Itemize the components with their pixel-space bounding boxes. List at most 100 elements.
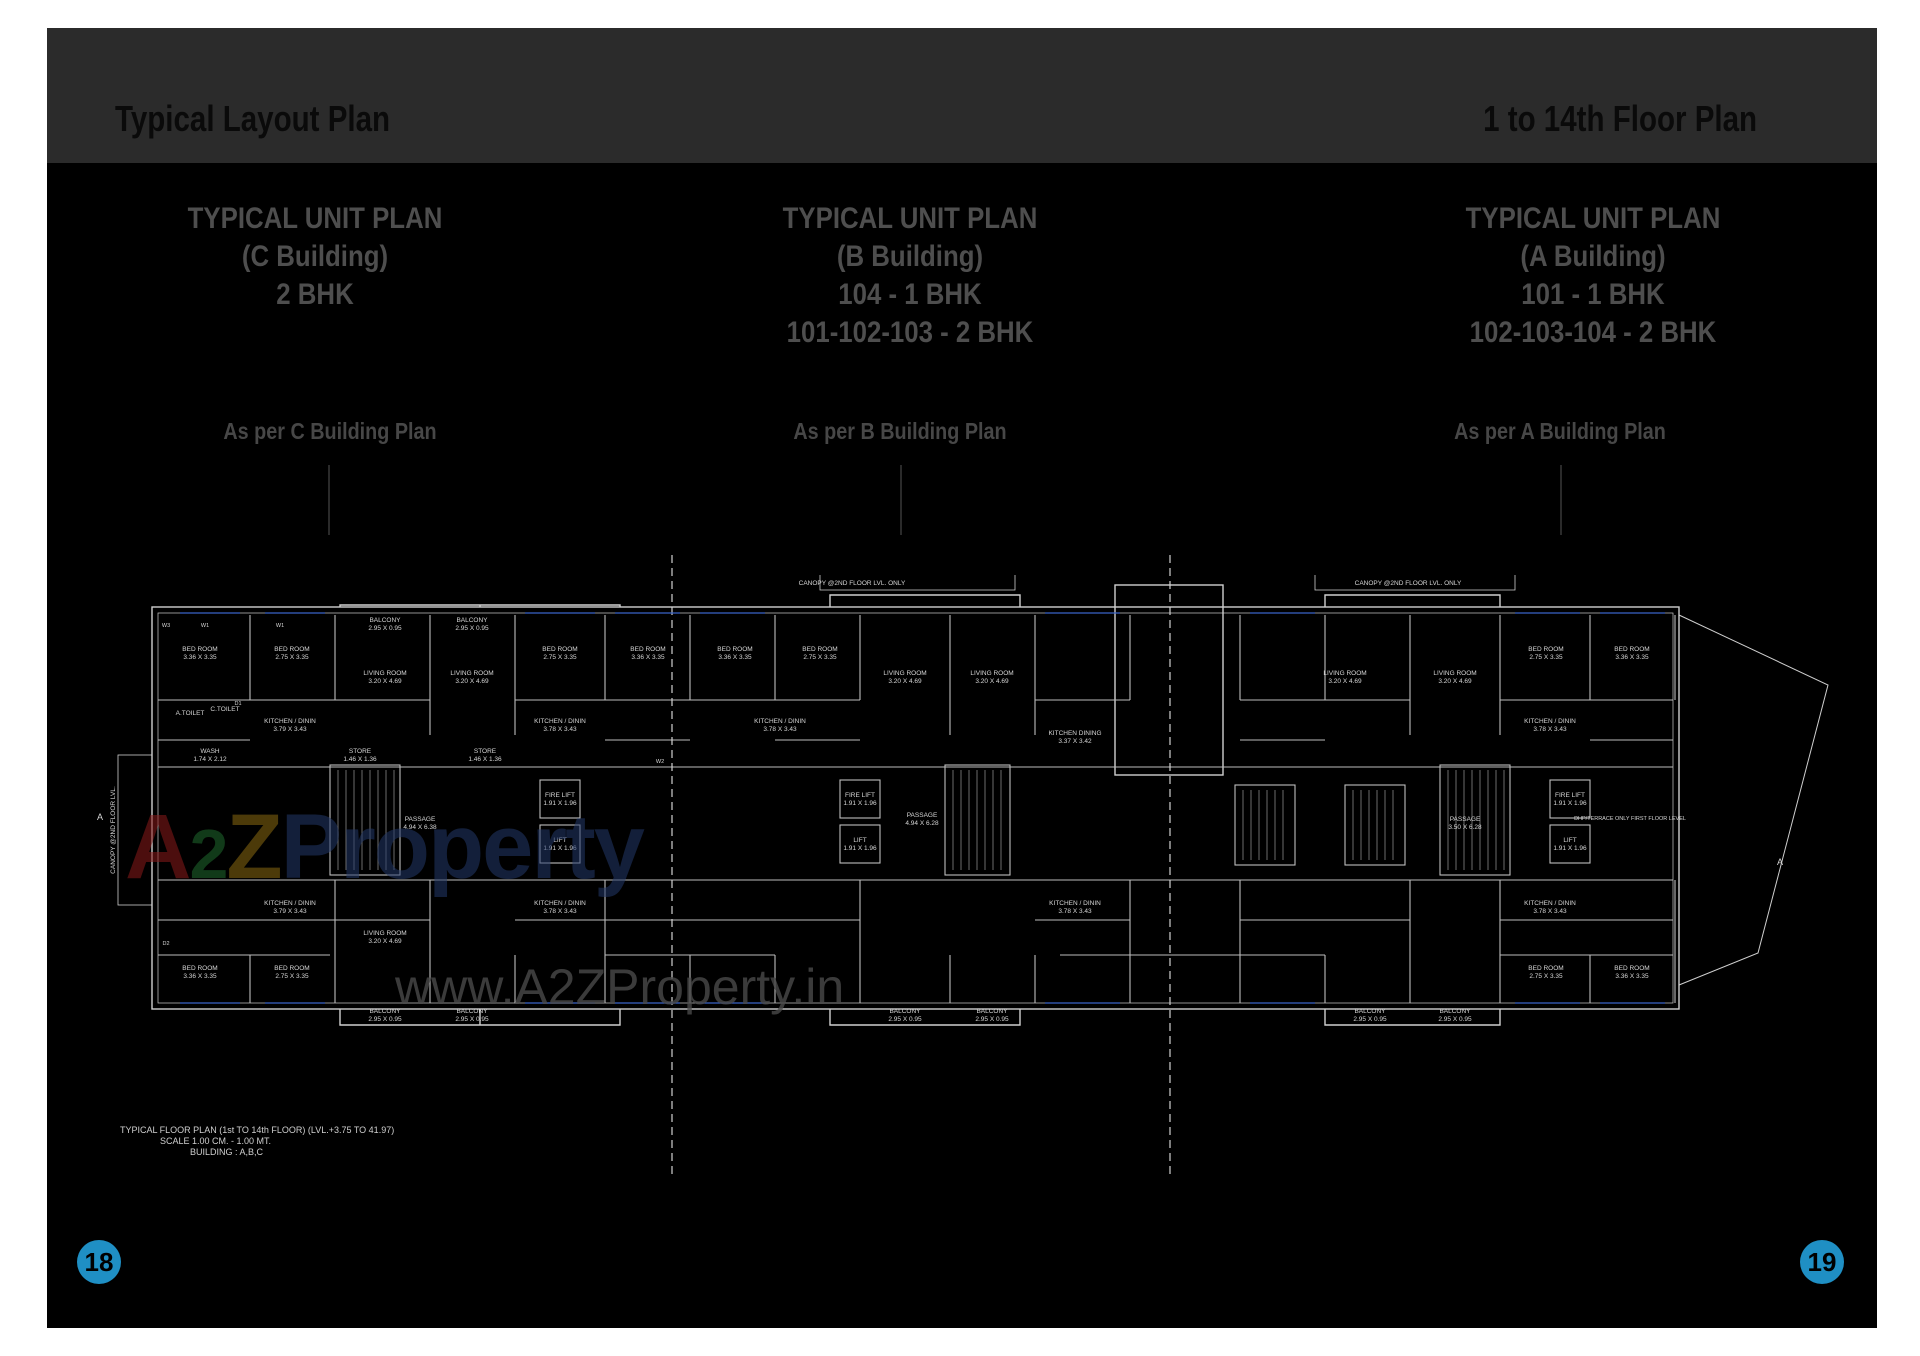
room-size: 3.78 X 3.43 — [543, 726, 577, 733]
lift-label: FIRE LIFT — [845, 792, 875, 799]
room-label: KITCHEN / DININ — [534, 900, 586, 907]
door-tag: D1 — [234, 701, 241, 707]
room-label: BED ROOM — [274, 646, 309, 653]
watermark-brand: A2ZProperty — [125, 795, 645, 900]
room-label: BED ROOM — [274, 965, 309, 972]
lift-label: LIFT — [1563, 837, 1576, 844]
window-tag: W3 — [162, 623, 170, 629]
room-size: 2.95 X 0.95 — [368, 1016, 402, 1023]
header-right-title: 1 to 14th Floor Plan — [1483, 98, 1757, 139]
room-label: LIVING ROOM — [1323, 670, 1366, 677]
room-label: BALCONY — [456, 617, 488, 624]
lift-label: FIRE LIFT — [1555, 792, 1585, 799]
passage-label: PASSAGE — [405, 816, 436, 823]
room-label: BALCONY — [369, 1008, 401, 1015]
room-label: BALCONY — [1439, 1008, 1471, 1015]
canopy-side-label: CANOPY @2ND FLOOR LVL. — [110, 786, 117, 874]
watermark-word: Property — [280, 796, 645, 898]
room-size: 2.75 X 3.35 — [543, 654, 577, 661]
room-size: 3.20 X 4.69 — [1328, 678, 1362, 685]
plan-caption-line: BUILDING : A,B,C — [190, 1147, 264, 1157]
room-size: 2.75 X 3.35 — [1529, 654, 1563, 661]
unit-heading-line: (A Building) — [1520, 240, 1666, 273]
room-label: LIVING ROOM — [970, 670, 1013, 677]
room-label: BED ROOM — [1528, 965, 1563, 972]
lift-size: 1.91 X 1.96 — [843, 845, 877, 852]
watermark-url: www.A2ZProperty.in — [395, 959, 845, 1015]
side-canopy — [117, 754, 153, 906]
room-label: KITCHEN / DININ — [1049, 900, 1101, 907]
room-size: 2.95 X 0.95 — [888, 1016, 922, 1023]
room-size: 3.20 X 4.69 — [368, 678, 402, 685]
room-size: 3.20 X 4.69 — [455, 678, 489, 685]
unit-heading-line: TYPICAL UNIT PLAN — [1465, 202, 1721, 235]
unit-heading-b-building: TYPICAL UNIT PLAN (B Building) 104 - 1 B… — [700, 200, 1120, 352]
watermark-letter: 2 — [189, 815, 228, 893]
room-size: 1.46 X 1.36 — [343, 756, 377, 763]
door-tag: D2 — [162, 941, 169, 947]
room-size: 2.75 X 3.35 — [275, 973, 309, 980]
room-label: KITCHEN / DININ — [264, 900, 316, 907]
room-label: LIVING ROOM — [363, 670, 406, 677]
room-size: 2.95 X 0.95 — [975, 1016, 1009, 1023]
unit-heading-a-building: TYPICAL UNIT PLAN (A Building) 101 - 1 B… — [1383, 200, 1803, 352]
window-tag: W1 — [276, 623, 284, 629]
side-marker: A — [97, 812, 103, 822]
leader-line — [1560, 465, 1562, 535]
unit-heading-line: 102-103-104 - 2 BHK — [1469, 316, 1717, 349]
room-label: BED ROOM — [1614, 965, 1649, 972]
canopy-outline — [819, 575, 1516, 591]
terrace-label: DHP/TERRACE ONLY FIRST FLOOR LEVEL — [1574, 816, 1686, 822]
room-size: 3.36 X 3.35 — [718, 654, 752, 661]
room-size: 2.75 X 3.35 — [275, 654, 309, 661]
passage-size: 4.94 X 6.38 — [403, 824, 437, 831]
room-label: BED ROOM — [630, 646, 665, 653]
room-label: STORE — [349, 748, 372, 755]
plan-caption-line: SCALE 1.00 CM. - 1.00 MT. — [160, 1136, 272, 1146]
room-label: LIVING ROOM — [883, 670, 926, 677]
unit-heading-c-building: TYPICAL UNIT PLAN (C Building) 2 BHK — [105, 200, 525, 314]
passage-label: PASSAGE — [1450, 816, 1481, 823]
room-label: C.TOILET — [210, 706, 239, 713]
unit-heading-line: (B Building) — [836, 240, 984, 273]
unit-heading-line: 101-102-103 - 2 BHK — [786, 316, 1034, 349]
room-label: LIVING ROOM — [450, 670, 493, 677]
lift-size: 1.91 X 1.96 — [543, 800, 577, 807]
unit-heading-line: 101 - 1 BHK — [1521, 278, 1665, 311]
room-size: 2.75 X 3.35 — [803, 654, 837, 661]
room-label: BED ROOM — [802, 646, 837, 653]
lift-label: LIFT — [553, 837, 566, 844]
plan-caption: TYPICAL FLOOR PLAN (1st TO 14th FLOOR) (… — [120, 1125, 394, 1158]
header-left-title: Typical Layout Plan — [115, 98, 391, 139]
room-label: BED ROOM — [1614, 646, 1649, 653]
room-size: 1.46 X 1.36 — [468, 756, 502, 763]
room-size: 3.78 X 3.43 — [1058, 908, 1092, 915]
room-size: 3.78 X 3.43 — [1533, 908, 1567, 915]
room-label: BED ROOM — [717, 646, 752, 653]
room-label: BALCONY — [456, 1008, 488, 1015]
room-label: BALCONY — [976, 1008, 1008, 1015]
room-size: 3.20 X 4.69 — [888, 678, 922, 685]
room-label: BED ROOM — [542, 646, 577, 653]
canopy-label: CANOPY @2ND FLOOR LVL. ONLY — [1355, 580, 1462, 587]
room-size: 3.20 X 4.69 — [975, 678, 1009, 685]
window-tag: W1 — [201, 623, 209, 629]
page-number-right: 19 — [1800, 1240, 1844, 1284]
floor-plan-drawing: CANOPY @2ND FLOOR LVL. ONLY CANOPY @2ND … — [97, 555, 1829, 1175]
reference-a-building: As per A Building Plan — [1454, 418, 1666, 444]
room-label: LIVING ROOM — [363, 930, 406, 937]
balcony-bottom-right — [1324, 1009, 1501, 1026]
room-size: 2.95 X 0.95 — [455, 1016, 489, 1023]
room-size: 3.36 X 3.35 — [1615, 973, 1649, 980]
watermark-letter: Z — [226, 796, 282, 898]
passage-size: 4.94 X 6.28 — [905, 820, 939, 827]
canopy-label: CANOPY @2ND FLOOR LVL. ONLY — [799, 580, 906, 587]
room-size: 3.78 X 3.43 — [543, 908, 577, 915]
room-label: BED ROOM — [182, 646, 217, 653]
page-number-left: 18 — [77, 1240, 121, 1284]
leader-line — [900, 465, 902, 535]
plan-inner-outline — [157, 612, 1674, 1004]
unit-heading-line: 104 - 1 BHK — [838, 278, 982, 311]
room-size: 3.36 X 3.35 — [631, 654, 665, 661]
room-size: 3.36 X 3.35 — [183, 973, 217, 980]
